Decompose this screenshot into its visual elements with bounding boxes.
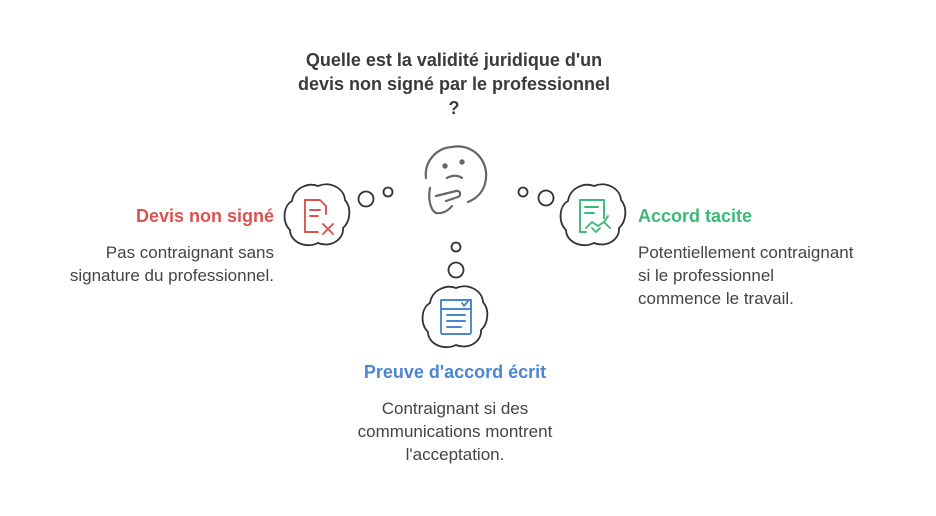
- question-line-2: devis non signé par le professionnel: [297, 74, 611, 94]
- question-line-3: ?: [448, 98, 460, 118]
- thought-bubbles-right: [517, 186, 555, 207]
- document-x-icon: [304, 199, 334, 235]
- right-desc-line-2: si le professionnel: [638, 266, 775, 285]
- thought-bubbles-left: [357, 186, 394, 208]
- bottom-desc-line-3: l'acceptation.: [405, 445, 505, 464]
- central-question: Quelle est la validité juridique d'un de…: [268, 48, 640, 120]
- right-desc-line-1: Potentiellement contraignant: [638, 243, 854, 262]
- left-cloud-bubble: [283, 183, 351, 247]
- option-desc-devis-non-signe: Pas contraignant sans signature du profe…: [20, 241, 274, 287]
- contract-handshake-icon: [579, 199, 611, 233]
- thinking-face-icon: [424, 145, 488, 215]
- question-line-1: Quelle est la validité juridique d'un: [305, 50, 603, 70]
- bottom-desc-line-2: communications montrent: [357, 422, 553, 441]
- option-title-preuve-accord-ecrit: Preuve d'accord écrit: [363, 362, 547, 382]
- thought-bubbles-bottom: [447, 241, 465, 279]
- right-desc-line-3: commence le travail.: [638, 289, 794, 308]
- checked-document-icon: [440, 299, 472, 335]
- bottom-cloud-bubble: [421, 285, 489, 349]
- left-desc-line-2: signature du professionnel.: [69, 266, 274, 285]
- option-title-devis-non-signe: Devis non signé: [135, 206, 274, 226]
- option-desc-accord-tacite: Potentiellement contraignant si le profe…: [638, 241, 928, 310]
- option-title-accord-tacite: Accord tacite: [638, 206, 753, 226]
- left-desc-line-1: Pas contraignant sans: [105, 243, 274, 262]
- option-desc-preuve-accord-ecrit: Contraignant si des communications montr…: [300, 397, 610, 466]
- bottom-desc-line-1: Contraignant si des: [381, 399, 529, 418]
- right-cloud-bubble: [559, 183, 627, 247]
